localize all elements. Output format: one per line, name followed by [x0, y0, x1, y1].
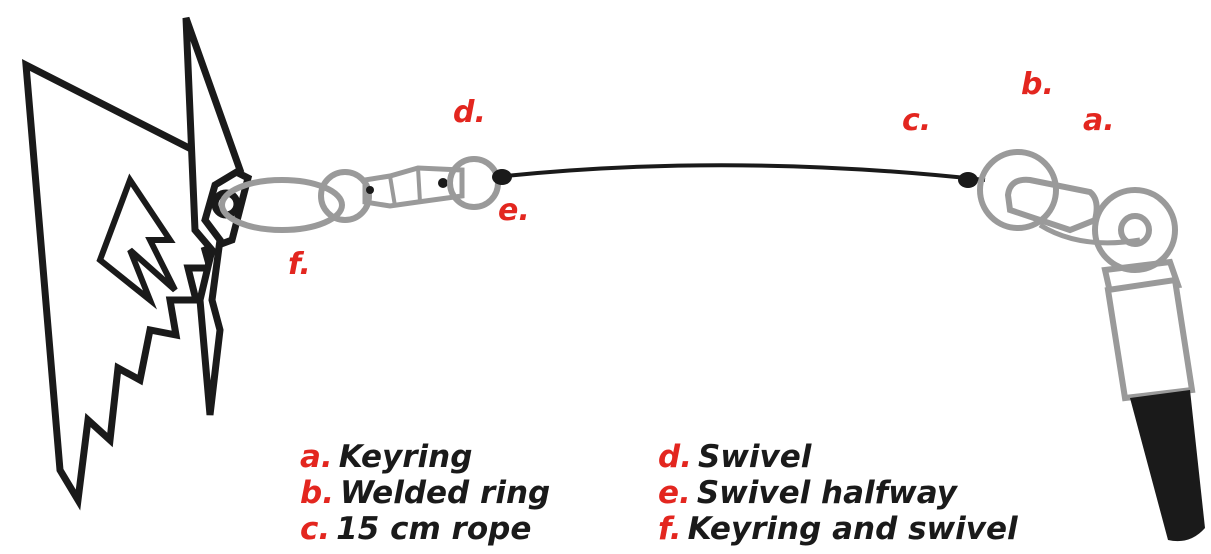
legend-text: 15 cm rope — [336, 511, 532, 547]
callout-b: b. — [1021, 67, 1054, 102]
legend-text: Keyring — [338, 439, 473, 475]
legend-item-d: d.Swivel — [658, 442, 811, 473]
legend-key: b. — [300, 475, 334, 511]
anchor-hook — [21, 16, 253, 511]
callout-a: a. — [1083, 103, 1115, 138]
callout-f: f. — [288, 247, 311, 282]
legend-item-a: a.Keyring — [300, 442, 472, 473]
legend-item-c: c.15 cm rope — [300, 514, 531, 545]
callout-d: d. — [453, 95, 486, 130]
legend-text: Swivel halfway — [696, 475, 957, 511]
right-hardware — [977, 149, 1196, 402]
handle-grip — [1130, 390, 1205, 542]
callout-e: e. — [498, 193, 530, 228]
legend-key: e. — [658, 475, 691, 511]
keyring-and-swivel — [219, 156, 501, 233]
callout-c: c. — [902, 103, 932, 138]
rope — [492, 163, 986, 188]
legend-text: Keyring and swivel — [687, 511, 1018, 547]
legend-item-e: e.Swivel halfway — [658, 478, 957, 509]
legend-text: Welded ring — [339, 475, 551, 511]
legend-key: a. — [300, 439, 333, 475]
legend-key: d. — [658, 439, 692, 475]
legend-key: f. — [658, 511, 682, 547]
legend-key: c. — [300, 511, 331, 547]
legend-item-b: b.Welded ring — [300, 478, 550, 509]
legend-item-f: f.Keyring and swivel — [658, 514, 1018, 545]
legend-text: Swivel — [697, 439, 812, 475]
